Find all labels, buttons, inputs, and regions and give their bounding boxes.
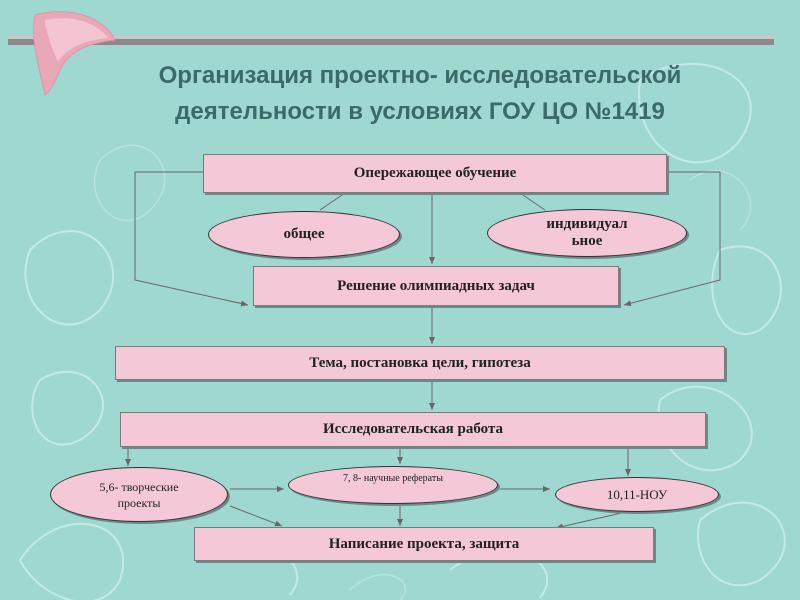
- nou-ellipse: 10,11-НОУ: [555, 477, 719, 512]
- individual-label-line-2: ьное: [571, 233, 603, 249]
- decorative-bar: [8, 36, 774, 45]
- nou-label: 10,11-НОУ: [606, 486, 668, 502]
- research-label: Исследовательская работа: [322, 421, 504, 437]
- essays-ellipse: 7, 8- научные рефераты: [288, 466, 498, 504]
- topic-box: Тема, постановка цели, гипотеза: [115, 346, 725, 380]
- individual-label-line-1: индивидуал: [546, 216, 628, 232]
- advanced-learning-label: Опережающее обучение: [353, 165, 517, 181]
- writing-box: Написание проекта, защита: [194, 527, 654, 561]
- creative-label-line-1: 5,6- творческие: [99, 479, 179, 494]
- essays-label: 7, 8- научные рефераты: [343, 473, 443, 484]
- creative-label-line-2: проекты: [117, 495, 161, 510]
- general-ellipse: общее: [208, 211, 400, 258]
- research-box: Исследовательская работа: [120, 412, 706, 447]
- title-line-2: деятельности в условиях ГОУ ЦО №1419: [175, 98, 665, 125]
- advanced-learning-box: Опережающее обучение: [203, 154, 667, 193]
- individual-ellipse: индивидуал ьное: [487, 209, 687, 257]
- olympiad-label: Решение олимпиадных задач: [337, 277, 535, 294]
- creative-projects-ellipse: 5,6- творческие проекты: [50, 467, 228, 522]
- title-line-1: Организация проектно- исследовательской: [158, 62, 682, 89]
- general-label: общее: [283, 226, 325, 242]
- topic-label: Тема, постановка цели, гипотеза: [309, 354, 531, 371]
- slide-title: Организация проектно- исследовательской …: [90, 58, 750, 130]
- olympiad-box: Решение олимпиадных задач: [253, 266, 619, 306]
- writing-label: Написание проекта, защита: [328, 535, 520, 552]
